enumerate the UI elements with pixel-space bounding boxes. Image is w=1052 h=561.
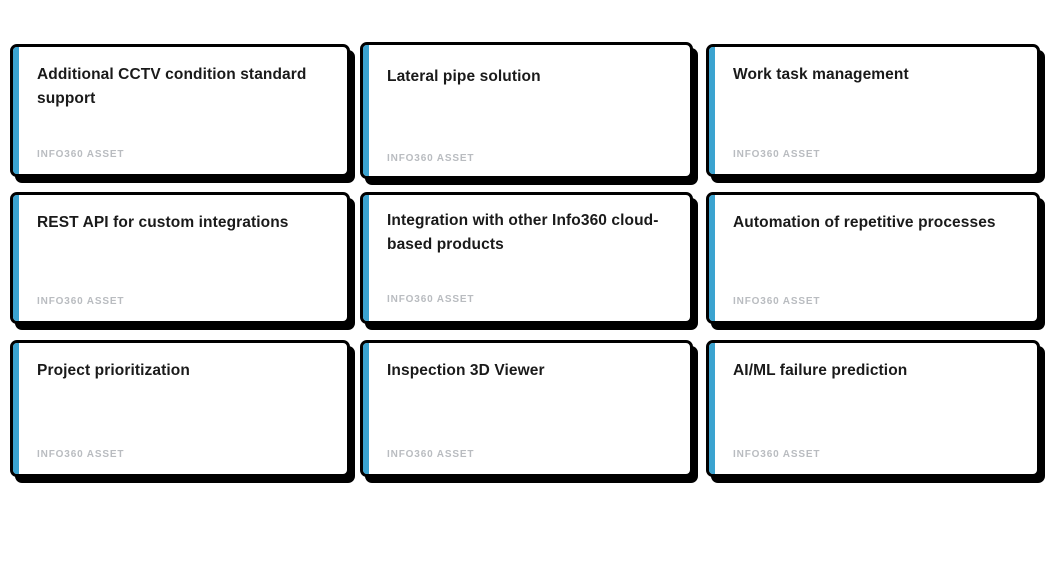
card-footer: INFO360 ASSET (709, 149, 1037, 174)
card-footer: INFO360 ASSET (13, 449, 347, 474)
feature-card[interactable]: Additional CCTV condition standard suppo… (10, 44, 350, 177)
card-category-label: INFO360 ASSET (37, 149, 125, 160)
feature-card[interactable]: Integration with other Info360 cloud-bas… (360, 192, 693, 324)
accent-bar (709, 343, 715, 474)
feature-card[interactable]: Lateral pipe solution INFO360 ASSET (360, 42, 693, 179)
card-category-label: INFO360 ASSET (387, 449, 475, 460)
card-body: REST API for custom integrations (13, 195, 347, 235)
card-body: Inspection 3D Viewer (363, 343, 690, 383)
card-footer: INFO360 ASSET (13, 296, 347, 321)
card-category-label: INFO360 ASSET (387, 294, 475, 305)
card-body: Integration with other Info360 cloud-bas… (363, 195, 690, 257)
accent-bar (363, 343, 369, 474)
card-footer: INFO360 ASSET (709, 449, 1037, 474)
accent-bar (709, 47, 715, 174)
accent-bar (13, 343, 19, 474)
card-footer: INFO360 ASSET (363, 449, 690, 474)
card-body: Lateral pipe solution (363, 45, 690, 89)
card-body: Project prioritization (13, 343, 347, 383)
card-category-label: INFO360 ASSET (37, 449, 125, 460)
card-title: Lateral pipe solution (387, 68, 541, 85)
card-title: Integration with other Info360 cloud-bas… (387, 212, 659, 253)
card-body: Work task management (709, 47, 1037, 87)
card-footer: INFO360 ASSET (363, 294, 690, 321)
card-footer: INFO360 ASSET (13, 149, 347, 174)
card-body: AI/ML failure prediction (709, 343, 1037, 383)
card-footer: INFO360 ASSET (363, 153, 690, 176)
card-title: Additional CCTV condition standard suppo… (37, 66, 307, 107)
card-title: Inspection 3D Viewer (387, 362, 545, 379)
feature-card[interactable]: Work task management INFO360 ASSET (706, 44, 1040, 177)
card-category-label: INFO360 ASSET (387, 153, 475, 164)
accent-bar (363, 45, 369, 176)
accent-bar (13, 47, 19, 174)
card-title: Project prioritization (37, 362, 190, 379)
card-category-label: INFO360 ASSET (37, 296, 125, 307)
accent-bar (363, 195, 369, 321)
feature-card[interactable]: AI/ML failure prediction INFO360 ASSET (706, 340, 1040, 477)
feature-card[interactable]: REST API for custom integrations INFO360… (10, 192, 350, 324)
card-category-label: INFO360 ASSET (733, 449, 821, 460)
feature-card[interactable]: Project prioritization INFO360 ASSET (10, 340, 350, 477)
card-title: Work task management (733, 66, 909, 83)
card-title: REST API for custom integrations (37, 214, 289, 231)
card-title: Automation of repetitive processes (733, 214, 996, 231)
card-category-label: INFO360 ASSET (733, 149, 821, 160)
card-body: Automation of repetitive processes (709, 195, 1037, 235)
accent-bar (709, 195, 715, 321)
feature-card[interactable]: Automation of repetitive processes INFO3… (706, 192, 1040, 324)
card-body: Additional CCTV condition standard suppo… (13, 47, 347, 111)
card-category-label: INFO360 ASSET (733, 296, 821, 307)
card-footer: INFO360 ASSET (709, 296, 1037, 321)
card-title: AI/ML failure prediction (733, 362, 908, 379)
accent-bar (13, 195, 19, 321)
feature-card[interactable]: Inspection 3D Viewer INFO360 ASSET (360, 340, 693, 477)
